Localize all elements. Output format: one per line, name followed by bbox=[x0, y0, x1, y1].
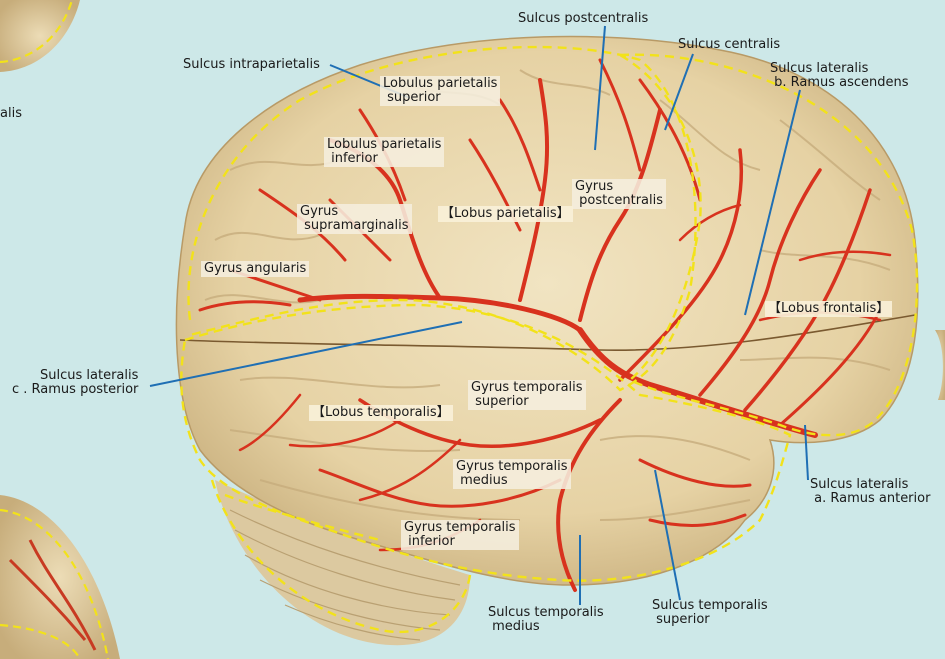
label-lobulus-parietalis-superior: Lobulus parietalis superior bbox=[380, 76, 500, 106]
label-sulcus-temporalis-medius: Sulcus temporalis medius bbox=[488, 606, 604, 634]
label-gyrus-angularis: Gyrus angularis bbox=[201, 261, 309, 277]
label-gyrus-temporalis-inferior: Gyrus temporalis inferior bbox=[401, 520, 519, 550]
label-lobus-temporalis: 【Lobus temporalis】 bbox=[309, 405, 453, 421]
label-sulcus-lateralis-ramus-posterior: Sulcus lateralis c . Ramus posterior bbox=[12, 369, 138, 397]
label-gyrus-temporalis-superior: Gyrus temporalis superior bbox=[468, 380, 586, 410]
bottom-left-partial-brain bbox=[0, 495, 120, 659]
label-gyrus-temporalis-medius: Gyrus temporalis medius bbox=[453, 459, 571, 489]
label-gyrus-supramarginalis: Gyrus supramarginalis bbox=[297, 204, 412, 234]
label-sulcus-postcentralis: Sulcus postcentralis bbox=[518, 12, 648, 26]
label-sulcus-lateralis-ramus-ascendens: Sulcus lateralis b. Ramus ascendens bbox=[770, 62, 909, 90]
label-sulcus-temporalis-superior: Sulcus temporalis superior bbox=[652, 599, 768, 627]
label-sulcus-centralis: Sulcus centralis bbox=[678, 38, 780, 52]
top-left-partial-brain bbox=[0, 0, 80, 72]
label-lobulus-parietalis-inferior: Lobulus parietalis inferior bbox=[324, 137, 444, 167]
label-gyrus-postcentralis: Gyrus postcentralis bbox=[572, 179, 666, 209]
cut-off-label: alis bbox=[0, 107, 22, 121]
label-sulcus-intraparietalis: Sulcus intraparietalis bbox=[183, 58, 320, 72]
label-lobus-parietalis: 【Lobus parietalis】 bbox=[438, 206, 573, 222]
right-edge-partial-brain bbox=[935, 330, 945, 400]
label-sulcus-lateralis-ramus-anterior: Sulcus lateralis a. Ramus anterior bbox=[810, 478, 930, 506]
label-lobus-frontalis: 【Lobus frontalis】 bbox=[765, 301, 892, 317]
